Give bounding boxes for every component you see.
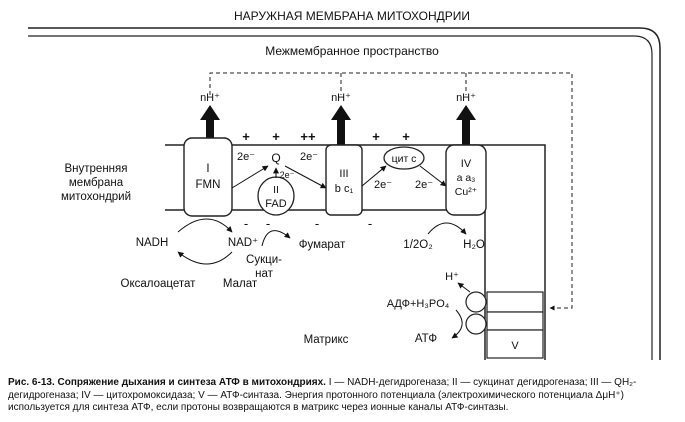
succinate-label-2: нат — [255, 268, 273, 280]
inner-membrane-label-2: мембрана — [69, 177, 124, 189]
charge-minus: - — [244, 216, 248, 231]
water-label: H₂O — [463, 239, 485, 251]
complex-v-label: V — [511, 340, 519, 352]
atp-synthase-subunit — [465, 291, 487, 313]
outer-membrane — [28, 27, 661, 360]
cytochrome-c-label: цит с — [392, 153, 417, 165]
atp-synthase-base — [486, 329, 544, 359]
inner-membrane — [165, 144, 546, 360]
complex-iv-metal: Cu²⁺ — [455, 186, 478, 198]
complex-i-number: I — [206, 163, 209, 175]
complex-i — [183, 137, 233, 217]
complex-iii-number: III — [339, 168, 348, 180]
malate-label: Малат — [223, 278, 258, 290]
respiratory-chain-diagram: НАРУЖНАЯ МЕМБРАНА МИТОХОНДРИИ Межмембран… — [28, 9, 661, 360]
complex-ii-cofactor: FAD — [265, 198, 286, 210]
electrons-label: 2e⁻ — [237, 151, 255, 163]
charge-plus: + — [402, 129, 410, 144]
proton-label-1: nH⁺ — [200, 92, 220, 104]
charge-plusplus: ++ — [300, 129, 316, 144]
oxaloacetate-label: Оксалоацетат — [121, 278, 197, 290]
cytochrome-c — [383, 146, 425, 170]
proton-pump-arrow — [456, 105, 476, 145]
caption-text: I — NADH-дегидрогеназа; II — сукцинат де… — [8, 377, 637, 413]
inner-membrane-label-1: Внутренняя — [65, 163, 128, 175]
electrons-label: 2e⁻ — [300, 151, 318, 163]
proton-label-3: nH⁺ — [331, 92, 351, 104]
fumarate-label: Фумарат — [299, 239, 346, 251]
atp-label: АТФ — [415, 333, 437, 345]
nadh-label: NADH — [136, 237, 169, 249]
intermembrane-space-label: Межмембранное пространство — [265, 44, 439, 58]
atp-synthase-block — [486, 311, 544, 331]
complex-iii-cofactor: b c₁ — [335, 183, 354, 195]
proton-circuit-dashed — [209, 72, 573, 311]
complex-ii-number: II — [273, 184, 279, 196]
charge-minus: - — [368, 216, 372, 231]
complex-iii — [325, 144, 363, 216]
adp-label: АДФ+H₃PO₄ — [387, 298, 450, 310]
complex-iv-number: IV — [461, 158, 472, 170]
atp-synthase-block — [486, 291, 544, 313]
complex-iv-cofactor: a a₃ — [457, 172, 476, 184]
inner-membrane-label-3: митохондрий — [61, 191, 131, 203]
figure-caption: Рис. 6-13. Сопряжение дыхания и синтеза … — [8, 377, 680, 415]
matrix-label: Матрикс — [304, 334, 349, 346]
h-plus-label: H⁺ — [445, 271, 459, 283]
complex-iv — [445, 144, 487, 216]
proton-label-4: nH⁺ — [456, 92, 476, 104]
coenzyme-q: Q — [271, 151, 280, 165]
charge-minus: - — [266, 216, 270, 231]
proton-pump-arrow — [200, 105, 220, 145]
caption-title: Рис. 6-13. Сопряжение дыхания и синтеза … — [8, 377, 326, 388]
proton-pump-arrow — [331, 105, 351, 145]
complex-i-cofactor: FMN — [196, 179, 221, 191]
oxygen-label: 1/2O₂ — [403, 239, 432, 251]
nad-label: NAD⁺ — [228, 237, 258, 249]
electrons-label: 2e⁻ — [280, 170, 295, 180]
charge-plus: + — [242, 129, 250, 144]
atp-synthase-subunit — [465, 313, 487, 335]
electrons-label: 2e⁻ — [374, 179, 392, 191]
electrons-label: 2e⁻ — [415, 179, 433, 191]
charge-minus: - — [315, 216, 319, 231]
charge-plus: + — [372, 129, 380, 144]
succinate-label-1: Сукци- — [246, 254, 282, 266]
outer-membrane-inner — [28, 35, 653, 360]
outer-membrane-title: НАРУЖНАЯ МЕМБРАНА МИТОХОНДРИИ — [234, 9, 470, 23]
charge-plus: + — [272, 129, 280, 144]
